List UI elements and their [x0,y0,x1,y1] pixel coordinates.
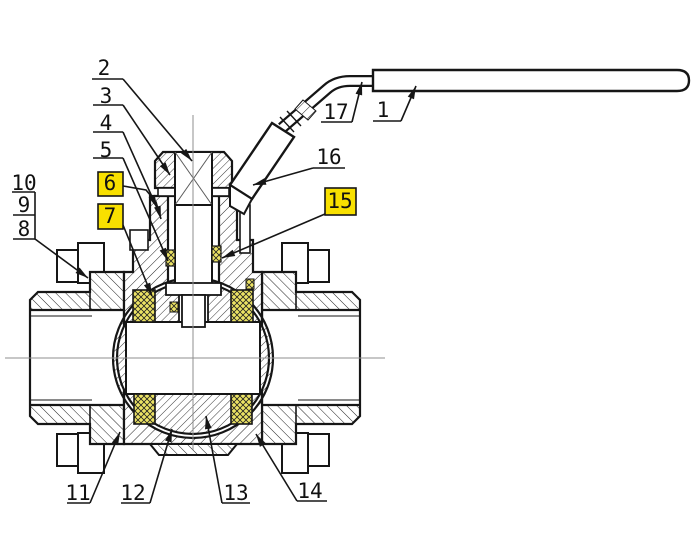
callout-7: 7 [97,203,153,297]
callout-12: 12 [120,428,173,505]
part-number: 6 [104,171,117,195]
leader-arrow [143,282,152,296]
leader-arrow [355,82,363,96]
handle [228,68,691,216]
callout-1: 1 [373,85,417,122]
part-number: 7 [104,204,117,228]
part-number: 17 [323,100,348,124]
leader-arrow [154,205,161,219]
leader-arrow [256,434,266,447]
part-number: 14 [297,479,322,503]
callout-15: 15 [221,187,357,259]
callout-16: 16 [252,145,345,186]
left-end-cap [28,270,126,446]
leader-line [122,104,171,176]
part-number: 1 [377,98,390,122]
leader-line [122,78,193,162]
callout-14: 14 [255,433,327,503]
leader-arrow [205,416,212,430]
seat-lower-left [133,393,156,425]
valve-seats [132,289,254,425]
part-number: 15 [327,189,352,213]
callout-17: 17 [321,81,363,124]
thrust-washer-right [245,278,255,290]
callout-10: 10 [11,171,36,195]
handle-rod [279,77,374,131]
part-number: 8 [18,217,31,241]
seat-upper-right [230,289,254,323]
rod-break-tick [279,116,295,133]
thrust-washer-left [169,301,179,313]
rod-break-hatch [294,99,317,121]
part-number: 4 [100,111,113,135]
leader-arrow [111,432,120,446]
callout-11: 11 [65,431,121,505]
leader-arrow [222,249,236,258]
leader-line [205,415,223,504]
callout-group-bracket [34,192,89,279]
leader-arrow [407,86,416,100]
leader-line [221,213,326,259]
leader-arrow [159,162,170,175]
part-number: 11 [65,481,90,505]
leader-arrow [165,429,172,443]
part-number: 10 [11,171,36,195]
callout-4: 4 [93,111,158,209]
highlight-box [324,187,357,216]
callout-8: 8 [13,217,35,241]
part-number: 13 [223,481,248,505]
handle-bar [371,68,691,93]
bolt-bottom-left [56,432,105,474]
leader-arrow [181,148,192,161]
highlight-box [97,203,124,230]
callout-13: 13 [205,415,250,505]
seat-upper-left [132,289,156,323]
leader-arrow [148,194,157,208]
seat-lower-right [230,393,253,425]
part-number: 2 [98,56,111,80]
part-number: 3 [100,84,113,108]
leader-arrow [253,178,267,185]
leader-arrow [75,267,88,278]
part-number: 5 [100,138,113,162]
callout-5: 5 [93,138,169,262]
leader-line [34,192,89,279]
callout-2: 2 [92,56,193,162]
callout-3: 3 [93,84,171,176]
leader-line [122,157,169,262]
callout-9: 9 [13,193,35,217]
stop-block [129,229,149,251]
part-number: 16 [316,145,341,169]
rod-break-tick [286,110,302,127]
part-number: 12 [120,481,145,505]
leader-line [255,433,298,502]
part-number: 9 [18,193,31,217]
leader-arrow [159,247,168,261]
handle-hub [229,183,254,216]
highlight-box [97,171,124,197]
callout-6: 6 [97,171,162,220]
packing-right [211,245,222,263]
